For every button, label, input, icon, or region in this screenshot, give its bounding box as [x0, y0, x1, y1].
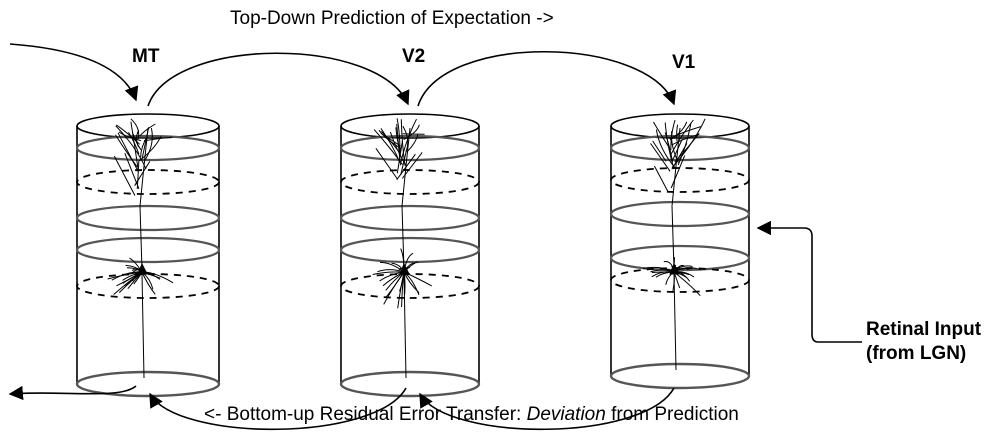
top-down-caption: Top-Down Prediction of Expectation -> — [230, 8, 554, 29]
retinal-input-line2: (from LGN) — [866, 343, 967, 364]
prediction-arrow-mt-to-v2 — [147, 52, 410, 107]
column-label-mt: MT — [132, 46, 160, 67]
column-mt — [75, 113, 221, 398]
pyramidal-neuron — [372, 118, 433, 379]
layer-boundary — [75, 134, 221, 162]
retinal-input-arrow — [756, 220, 862, 343]
layer-boundary-dashed — [340, 169, 480, 195]
bottom-up-caption-emphasis: Deviation — [526, 404, 606, 425]
pyramidal-neuron — [107, 118, 174, 379]
column-bottom — [609, 362, 751, 390]
column-bottom — [339, 370, 481, 398]
column-top — [610, 113, 750, 139]
layer-boundary — [75, 204, 221, 232]
column-v2 — [339, 113, 481, 398]
layer-boundary — [339, 236, 481, 264]
column-label-v1: V1 — [672, 52, 696, 73]
input-arrow-to-mt — [9, 43, 139, 102]
pyramidal-neuron — [642, 118, 706, 371]
column-label-v2: V2 — [402, 46, 426, 67]
layer-boundary-dashed — [340, 273, 480, 299]
error-arrow-v1-to-v2 — [419, 387, 675, 431]
column-v1 — [609, 113, 751, 390]
layer-boundary-dashed — [76, 169, 220, 195]
layer-boundary — [75, 236, 221, 264]
prediction-arrow-v2-to-v1 — [417, 51, 677, 107]
layer-boundary-dashed — [610, 167, 750, 193]
retinal-input-label: Retinal Input (from LGN) — [866, 318, 981, 366]
column-top — [76, 113, 220, 139]
bottom-up-caption: <- Bottom-up Residual Error Transfer: De… — [204, 404, 739, 426]
column-top — [340, 113, 480, 139]
bottom-up-caption-suffix: from Prediction — [605, 404, 739, 425]
column-bottom — [75, 370, 221, 398]
layer-boundary — [609, 244, 751, 272]
layer-boundary — [339, 204, 481, 232]
layer-boundary — [609, 200, 751, 228]
output-arrow-from-mt — [8, 385, 137, 401]
layer-boundary-dashed — [76, 273, 220, 299]
retinal-input-line1: Retinal Input — [866, 319, 982, 340]
error-arrow-v2-to-mt — [149, 387, 407, 431]
layer-boundary-dashed — [610, 267, 750, 293]
bottom-up-caption-prefix: <- Bottom-up Residual Error Transfer: — [204, 404, 527, 425]
